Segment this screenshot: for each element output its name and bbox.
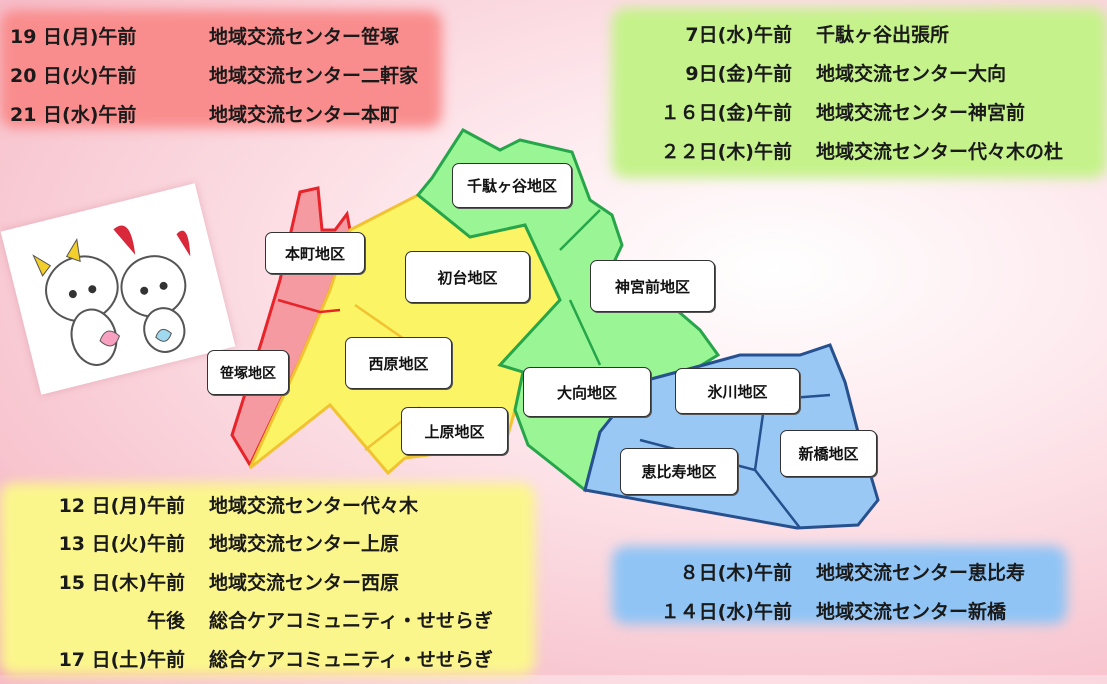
date: 9日(金)午前 — [685, 63, 792, 85]
rows: 12 日(月)午前 地域交流センター代々木 13 日(火)午前 地域交流センター上原… — [0, 483, 535, 684]
label-honmachi: 本町地区 — [265, 232, 365, 274]
label-omukai: 大向地区 — [523, 367, 651, 417]
place: 地域交流センター新橋 — [816, 601, 1007, 623]
date: 午後 — [146, 610, 185, 633]
date: ８日(木)午前 — [679, 562, 792, 584]
schedule-panel-blue: ８日(木)午前 地域交流センター恵比寿 １４日(水)午前 地域交流センター新橋 — [612, 546, 1067, 624]
place: 地域交流センター西原 — [209, 571, 400, 594]
date: 13 日(火)午前 — [58, 533, 185, 556]
rows: 19 日(月)午前 地域交流センター笹塚 20 日(火)午前 地域交流センター二軒家… — [0, 10, 442, 139]
label-hikawa: 氷川地区 — [675, 368, 800, 414]
date: 7日(水)午前 — [685, 24, 792, 46]
date: １６日(金)午前 — [660, 102, 792, 124]
label-sasazuka: 笹塚地区 — [207, 350, 289, 395]
schedule-panel-red: 19 日(月)午前 地域交流センター笹塚 20 日(火)午前 地域交流センター二軒家… — [0, 10, 442, 128]
schedule-row: 9日(金)午前 地域交流センター大向 — [622, 53, 1097, 92]
place: 地域交流センター神宮前 — [816, 102, 1026, 124]
label-uehara: 上原地区 — [401, 407, 508, 455]
rows: 7日(水)午前 千駄ヶ谷出張所 9日(金)午前 地域交流センター大向 １６日(金)午… — [612, 8, 1107, 176]
date: 15 日(木)午前 — [58, 571, 185, 594]
date: 19 日(月)午前 — [10, 26, 137, 48]
label-hatsudai: 初台地区 — [405, 251, 530, 303]
label-jingumae: 神宮前地区 — [590, 260, 715, 312]
place: 地域交流センター恵比寿 — [816, 562, 1026, 584]
schedule-row: 19 日(月)午前 地域交流センター笹塚 — [10, 16, 432, 55]
schedule-panel-yellow: 12 日(月)午前 地域交流センター代々木 13 日(火)午前 地域交流センター上原… — [0, 483, 535, 675]
date: 20 日(火)午前 — [10, 65, 137, 87]
place: 地域交流センター代々木 — [209, 494, 419, 517]
place: 総合ケアコミュニティ・せせらぎ — [209, 610, 493, 633]
red-boundaries — [277, 298, 341, 314]
schedule-row: 7日(水)午前 千駄ヶ谷出張所 — [622, 14, 1097, 53]
schedule-row: 20 日(火)午前 地域交流センター二軒家 — [10, 55, 432, 94]
date: 21 日(水)午前 — [10, 104, 137, 126]
schedule-row: 午後 総合ケアコミュニティ・せせらぎ — [10, 601, 525, 640]
date: １４日(水)午前 — [660, 601, 792, 623]
label-shinbashi: 新橋地区 — [780, 430, 877, 477]
label-sendagaya: 千駄ヶ谷地区 — [452, 163, 572, 208]
mascot-card — [0, 183, 236, 395]
schedule-row: 15 日(木)午前 地域交流センター西原 — [10, 562, 525, 601]
schedule-row: １４日(水)午前 地域交流センター新橋 — [622, 591, 1057, 630]
schedule-row: 13 日(火)午前 地域交流センター上原 — [10, 524, 525, 563]
place: 地域交流センター代々木の杜 — [816, 141, 1064, 163]
place: 地域交流センター二軒家 — [209, 65, 419, 87]
schedule-panel-green: 7日(水)午前 千駄ヶ谷出張所 9日(金)午前 地域交流センター大向 １６日(金)午… — [612, 8, 1107, 178]
schedule-row: 12 日(月)午前 地域交流センター代々木 — [10, 485, 525, 524]
date: ２２日(木)午前 — [660, 141, 792, 163]
date: 12 日(月)午前 — [58, 494, 185, 517]
rows: ８日(木)午前 地域交流センター恵比寿 １４日(水)午前 地域交流センター新橋 — [612, 546, 1067, 636]
green-boundaries — [559, 209, 602, 366]
label-nishihara: 西原地区 — [345, 337, 452, 389]
place: 地域交流センター笹塚 — [209, 26, 400, 48]
label-ebisu: 恵比寿地区 — [620, 448, 738, 495]
schedule-row: 17 日(土)午前 総合ケアコミュニティ・せせらぎ — [10, 639, 525, 678]
place: 総合ケアコミュニティ・せせらぎ — [209, 648, 493, 671]
place: 地域交流センター大向 — [816, 63, 1007, 85]
mascot-illustration — [32, 225, 191, 366]
place: 地域交流センター本町 — [209, 104, 400, 126]
place: 地域交流センター上原 — [209, 533, 400, 556]
date: 17 日(土)午前 — [58, 648, 185, 671]
schedule-row: ２２日(木)午前 地域交流センター代々木の杜 — [622, 131, 1097, 170]
schedule-row: １６日(金)午前 地域交流センター神宮前 — [622, 92, 1097, 131]
place: 千駄ヶ谷出張所 — [816, 24, 950, 46]
schedule-row: ８日(木)午前 地域交流センター恵比寿 — [622, 552, 1057, 591]
schedule-row: 21 日(水)午前 地域交流センター本町 — [10, 94, 432, 133]
